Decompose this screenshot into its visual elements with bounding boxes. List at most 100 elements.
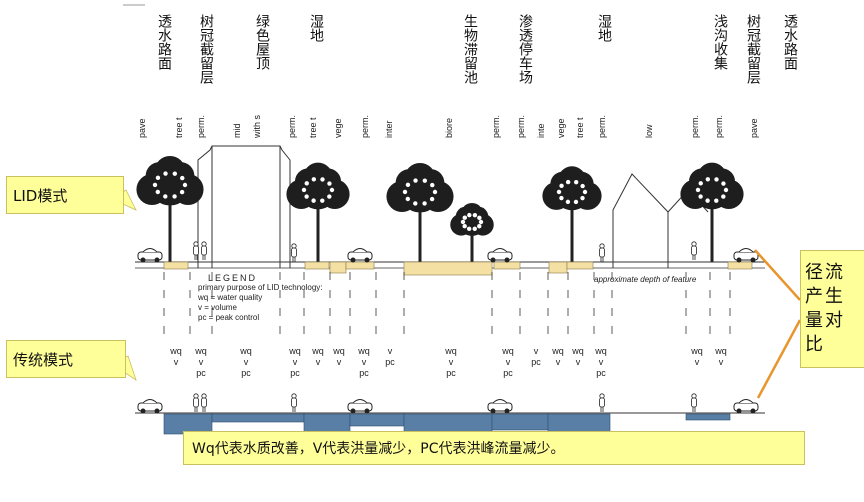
person-icon [691, 393, 697, 412]
note-callout: Wq代表水质改善，V代表洪量减少，PC代表洪峰流量减少。 [183, 431, 805, 465]
label-permeable-parking: 渗透停车场 [517, 14, 533, 84]
purpose-code: wq [691, 346, 703, 356]
purpose-code: v [694, 357, 700, 367]
purpose-code: v [336, 357, 342, 367]
person-icon [193, 393, 199, 412]
tree-icon [386, 162, 454, 262]
purpose-code: v [315, 357, 321, 367]
purpose-code: v [292, 357, 298, 367]
legend-title: LEGEND [208, 273, 258, 283]
purpose-code: wq [715, 346, 727, 356]
lid-feature-depths [163, 261, 753, 276]
label-tree-canopy-right: 树冠截留层 [745, 14, 761, 84]
purpose-code: wq [195, 346, 207, 356]
tree-icon [680, 162, 744, 262]
purpose-code: v [361, 357, 367, 367]
legend-line: pc = peak control [198, 313, 260, 322]
green-roof-building [197, 145, 291, 268]
arrow-icon [754, 249, 801, 301]
label-green-roof: 绿色屋顶 [254, 14, 270, 70]
purpose-code: v [387, 346, 393, 356]
label-porous-paving-right: 透水路面 [782, 14, 798, 70]
column-guides [163, 272, 731, 340]
purpose-code: v [533, 346, 539, 356]
label-wetland-left: 湿地 [308, 14, 324, 42]
people [193, 241, 697, 412]
label-tree-canopy-left: 树冠截留层 [198, 14, 214, 84]
purpose-code: pc [290, 368, 300, 378]
arrow-icon [756, 319, 802, 399]
legend-line: wq = water quality [198, 293, 263, 302]
purpose-code: v [575, 357, 581, 367]
purpose-code: v [173, 357, 179, 367]
purpose-code: pc [446, 368, 456, 378]
purpose-code: wq [289, 346, 301, 356]
cars [137, 248, 759, 414]
person-icon [193, 241, 199, 260]
car-icon [487, 248, 513, 263]
purpose-code: v [598, 357, 604, 367]
lid-callout: LID模式 [6, 176, 124, 214]
person-icon [201, 241, 207, 260]
trees [136, 155, 744, 262]
purpose-code: v [505, 357, 511, 367]
purpose-code: v [198, 357, 204, 367]
person-icon [291, 243, 297, 262]
label-shallow-swale: 浅沟收集 [712, 14, 728, 70]
car-icon [137, 248, 163, 263]
purpose-code: wq [572, 346, 584, 356]
compare-callout: 径流产生量对比 [800, 250, 864, 368]
car-icon [733, 399, 759, 414]
purpose-code: wq [333, 346, 345, 356]
runoff-bars [163, 413, 731, 435]
car-icon [347, 399, 373, 414]
tree-icon [542, 166, 602, 262]
person-icon [599, 393, 605, 412]
legend-line: v = volume [198, 303, 237, 312]
purpose-code: wq [170, 346, 182, 356]
tree-icon [136, 155, 204, 262]
purpose-code: v [555, 357, 561, 367]
purpose-code: pc [503, 368, 513, 378]
legend-line: primary purpose of LID technology: [198, 283, 323, 292]
purpose-code: pc [596, 368, 606, 378]
car-icon [137, 399, 163, 414]
car-icon [347, 248, 373, 263]
purpose-code: v [243, 357, 249, 367]
traditional-callout: 传统模式 [6, 340, 126, 378]
purpose-code: v [448, 357, 454, 367]
person-icon [201, 393, 207, 412]
legend: LEGEND primary purpose of LID technology… [198, 273, 323, 323]
label-porous-paving-left: 透水路面 [156, 14, 172, 70]
purpose-code: v [718, 357, 724, 367]
car-icon [733, 248, 759, 263]
person-icon [291, 393, 297, 412]
tree-icon [286, 162, 350, 262]
purpose-code: wq [240, 346, 252, 356]
car-icon [487, 399, 513, 414]
purpose-code: wq [312, 346, 324, 356]
purpose-code: wq [445, 346, 457, 356]
person-icon [691, 241, 697, 260]
label-bioretention: 生物滞留池 [462, 14, 478, 84]
purpose-code: wq [595, 346, 607, 356]
purpose-code: wq [502, 346, 514, 356]
purpose-code: pc [385, 357, 395, 367]
